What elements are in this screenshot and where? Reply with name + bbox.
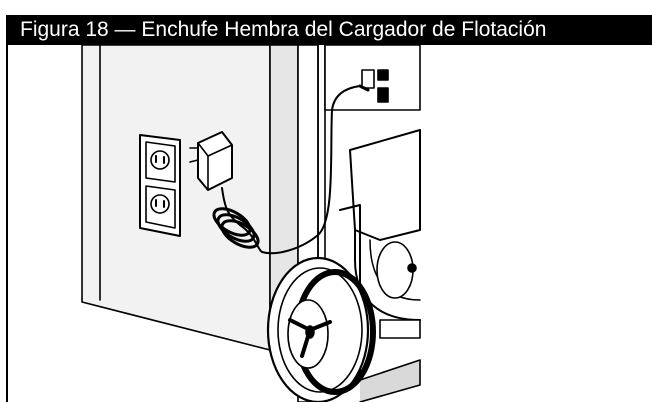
charger-cord bbox=[221, 85, 361, 255]
coiled-cord-icon bbox=[212, 207, 260, 249]
wall-panel bbox=[81, 44, 299, 361]
charging-jack-icon bbox=[358, 69, 389, 103]
charger-adapter-icon bbox=[189, 131, 233, 191]
figure-left-border bbox=[6, 45, 8, 402]
wheel-icon bbox=[266, 256, 376, 402]
generator-body bbox=[339, 129, 421, 402]
wall-outlet-icon bbox=[139, 134, 181, 237]
figure-caption: Figura 18 — Enchufe Hembra del Cargador … bbox=[6, 15, 652, 45]
